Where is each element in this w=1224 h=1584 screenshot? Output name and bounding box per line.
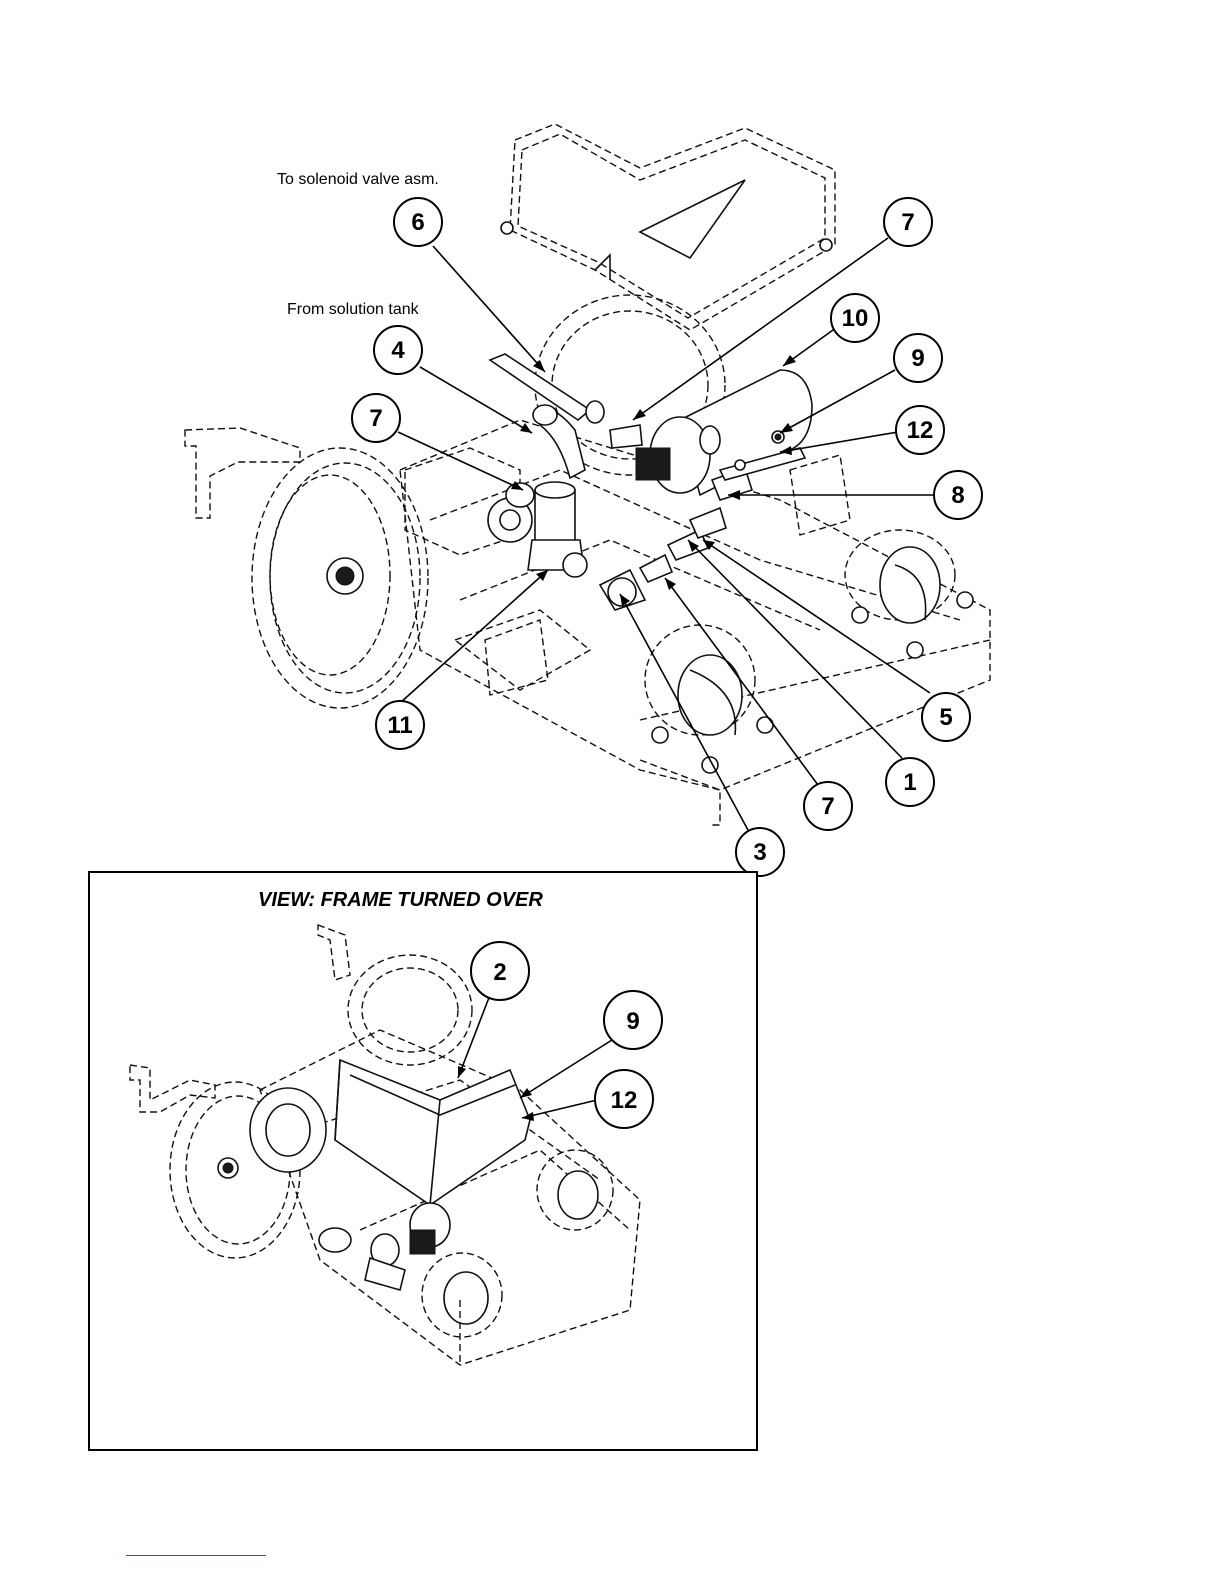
label-from-solution-tank: From solution tank xyxy=(287,301,420,318)
callout-10: 10 xyxy=(831,294,879,342)
callout-7-left: 7 xyxy=(352,394,400,442)
left-frame-bracket xyxy=(185,428,300,518)
callout-11: 11 xyxy=(376,701,424,749)
lower-gearbox xyxy=(485,620,548,695)
svg-text:6: 6 xyxy=(411,209,424,236)
svg-text:1: 1 xyxy=(903,769,916,796)
hoses-and-fittings xyxy=(490,354,752,610)
svg-text:12: 12 xyxy=(907,417,934,444)
callout-9-main: 9 xyxy=(894,334,942,382)
inset-callout-2: 2 xyxy=(471,942,529,1000)
svg-text:7: 7 xyxy=(369,405,382,432)
svg-text:7: 7 xyxy=(901,209,914,236)
right-caster xyxy=(845,530,973,658)
inset-callout-12: 12 xyxy=(595,1070,653,1128)
svg-text:9: 9 xyxy=(626,1008,639,1035)
svg-text:9: 9 xyxy=(911,345,924,372)
callout-5: 5 xyxy=(922,693,970,741)
svg-text:2: 2 xyxy=(493,959,506,986)
svg-text:4: 4 xyxy=(391,337,405,364)
cover-housing xyxy=(501,124,835,330)
svg-text:11: 11 xyxy=(387,712,412,739)
svg-text:7: 7 xyxy=(821,793,834,820)
inset-callout-9: 9 xyxy=(604,991,662,1049)
main-assembly-drawing: 6 7 10 9 12 4 7 8 xyxy=(185,124,990,876)
svg-text:8: 8 xyxy=(951,482,964,509)
inset-view-title: VIEW: FRAME TURNED OVER xyxy=(258,889,543,911)
callout-8: 8 xyxy=(934,471,982,519)
callout-6: 6 xyxy=(394,198,442,246)
label-to-solenoid-valve: To solenoid valve asm. xyxy=(277,171,439,188)
svg-text:10: 10 xyxy=(842,305,869,332)
svg-text:3: 3 xyxy=(753,839,766,866)
callout-12-main: 12 xyxy=(896,406,944,454)
callout-7-top: 7 xyxy=(884,198,932,246)
svg-text:5: 5 xyxy=(939,704,952,731)
callout-1: 1 xyxy=(886,758,934,806)
callout-4: 4 xyxy=(374,326,422,374)
svg-text:12: 12 xyxy=(611,1087,638,1114)
inset-view-frame-turned-over: VIEW: FRAME TURNED OVER xyxy=(89,872,757,1450)
callout-7-bottom: 7 xyxy=(804,782,852,830)
callout-3: 3 xyxy=(736,828,784,876)
footer-rule xyxy=(126,1555,266,1556)
